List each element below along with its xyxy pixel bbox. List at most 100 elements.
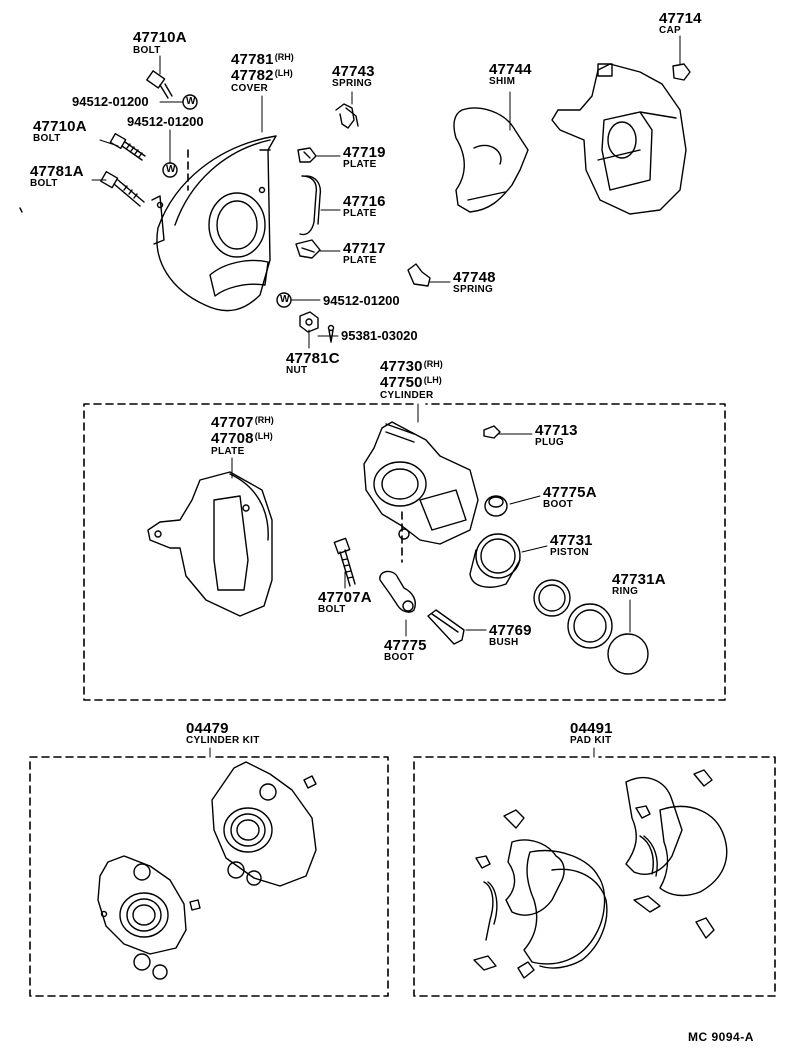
label-47716: 47716 PLATE [343,194,386,219]
part-number: 47719 [343,144,386,161]
nut-47781c [299,311,319,333]
label-47731: 47731 PISTON [550,533,593,558]
shim-47744 [453,107,529,213]
cylinder-47730 [363,421,479,545]
part-number: 47708 [211,430,254,447]
part-number: 47730 [380,358,423,375]
part-number: 47744 [489,61,532,78]
label-47707-47708: 47707(RH) 47708(LH) PLATE [211,415,274,457]
part-number: 47707 [211,414,254,431]
washer-mark-1: W [186,96,196,107]
part-name: PLATE [343,208,377,219]
label-47730-47750: 47730(RH) 47750(LH) CYLINDER [380,359,443,401]
part-name: CAP [659,25,682,36]
label-47775: 47775 BOOT [384,638,427,663]
spring-47743 [335,103,359,129]
dust-cover-47781 [151,135,277,312]
label-47781a: 47781A BOLT [30,164,84,189]
plate-47707 [147,471,273,617]
part-number: 47748 [453,269,496,286]
bush-47769 [427,609,465,645]
label-washer-2: 94512-01200 [127,114,204,129]
diagram-code: MC 9094-A [688,1030,754,1044]
part-name: RING [612,586,639,597]
label-04491: 04491 PAD KIT [570,721,613,746]
washer-icons [162,94,292,308]
seal-rings [533,579,649,675]
part-number: 47750 [380,374,423,391]
spring-47748 [407,263,431,287]
label-washer-1: 94512-01200 [72,94,149,109]
label-47743: 47743 SPRING [332,64,375,89]
part-name: SPRING [453,284,494,295]
part-name: BOLT [318,604,346,615]
kit-name: CYLINDER KIT [186,735,260,746]
label-47731a: 47731A RING [612,572,666,597]
part-number: 47782 [231,67,274,84]
part-number: 47713 [535,422,578,439]
label-47781-47782: 47781(RH) 47782(LH) COVER [231,52,294,94]
caliper-assembly-top [551,63,687,215]
part-name: PLATE [343,255,377,266]
label-04479: 04479 CYLINDER KIT [186,721,260,746]
part-name: NUT [286,365,308,376]
label-47713: 47713 PLUG [535,423,578,448]
part-name: SPRING [332,78,373,89]
bolt-47710a-top [146,70,173,99]
part-suffix: (RH) [423,359,443,369]
part-suffix: (LH) [254,431,273,441]
stray-mark [19,207,23,213]
plug-47713 [483,425,501,439]
group-boxes [29,149,776,997]
kit-number: 04491 [570,720,613,737]
part-name: SHIM [489,76,516,87]
part-number: 47743 [332,63,375,80]
washer-mark-2: W [166,164,176,175]
part-number: 47781C [286,350,340,367]
bolt-95381 [327,324,335,343]
cap-47714 [672,63,691,81]
part-name: PISTON [550,547,589,558]
part-name: BOOT [543,499,574,510]
part-name: BOOT [384,652,415,663]
label-47748: 47748 SPRING [453,270,496,295]
label-47714: 47714 CAP [659,11,702,36]
part-suffix: (LH) [274,68,293,78]
part-name: CYLINDER [380,390,434,401]
part-name: BOLT [133,45,161,56]
kit-number: 04479 [186,720,229,737]
washer-mark-3: W [280,294,290,305]
label-47710a-top: 47710A BOLT [133,30,187,56]
leader-lines [91,35,681,758]
bolt-47710a-mid [109,132,146,161]
part-name: BOLT [30,178,58,189]
part-name: BUSH [489,637,519,648]
label-47769: 47769 BUSH [489,623,532,648]
part-number: 47731 [550,532,593,549]
part-number: 47731A [612,571,666,588]
boot-47775 [379,570,416,613]
plate-47716 [299,175,322,236]
label-47707a: 47707A BOLT [318,590,372,615]
part-suffix: (RH) [274,52,294,62]
part-number: 47717 [343,240,386,257]
pad-kit-contents [473,769,728,979]
part-name: PLATE [343,159,377,170]
label-47717: 47717 PLATE [343,241,386,266]
part-number: 47716 [343,193,386,210]
label-47781c: 47781C NUT [286,351,340,376]
label-47719: 47719 PLATE [343,145,386,170]
part-suffix: (RH) [254,415,274,425]
label-47710a-mid: 47710A BOLT [33,119,87,144]
part-number: 47775 [384,637,427,654]
part-number: 47710A [133,29,187,46]
part-number: 47781A [30,163,84,180]
plate-47719 [297,147,317,163]
label-washer-3: 94512-01200 [323,293,400,308]
part-name: COVER [231,83,269,94]
label-47775a: 47775A BOOT [543,485,597,510]
bolt-47707a [333,537,356,587]
part-number: 47781 [231,51,274,68]
